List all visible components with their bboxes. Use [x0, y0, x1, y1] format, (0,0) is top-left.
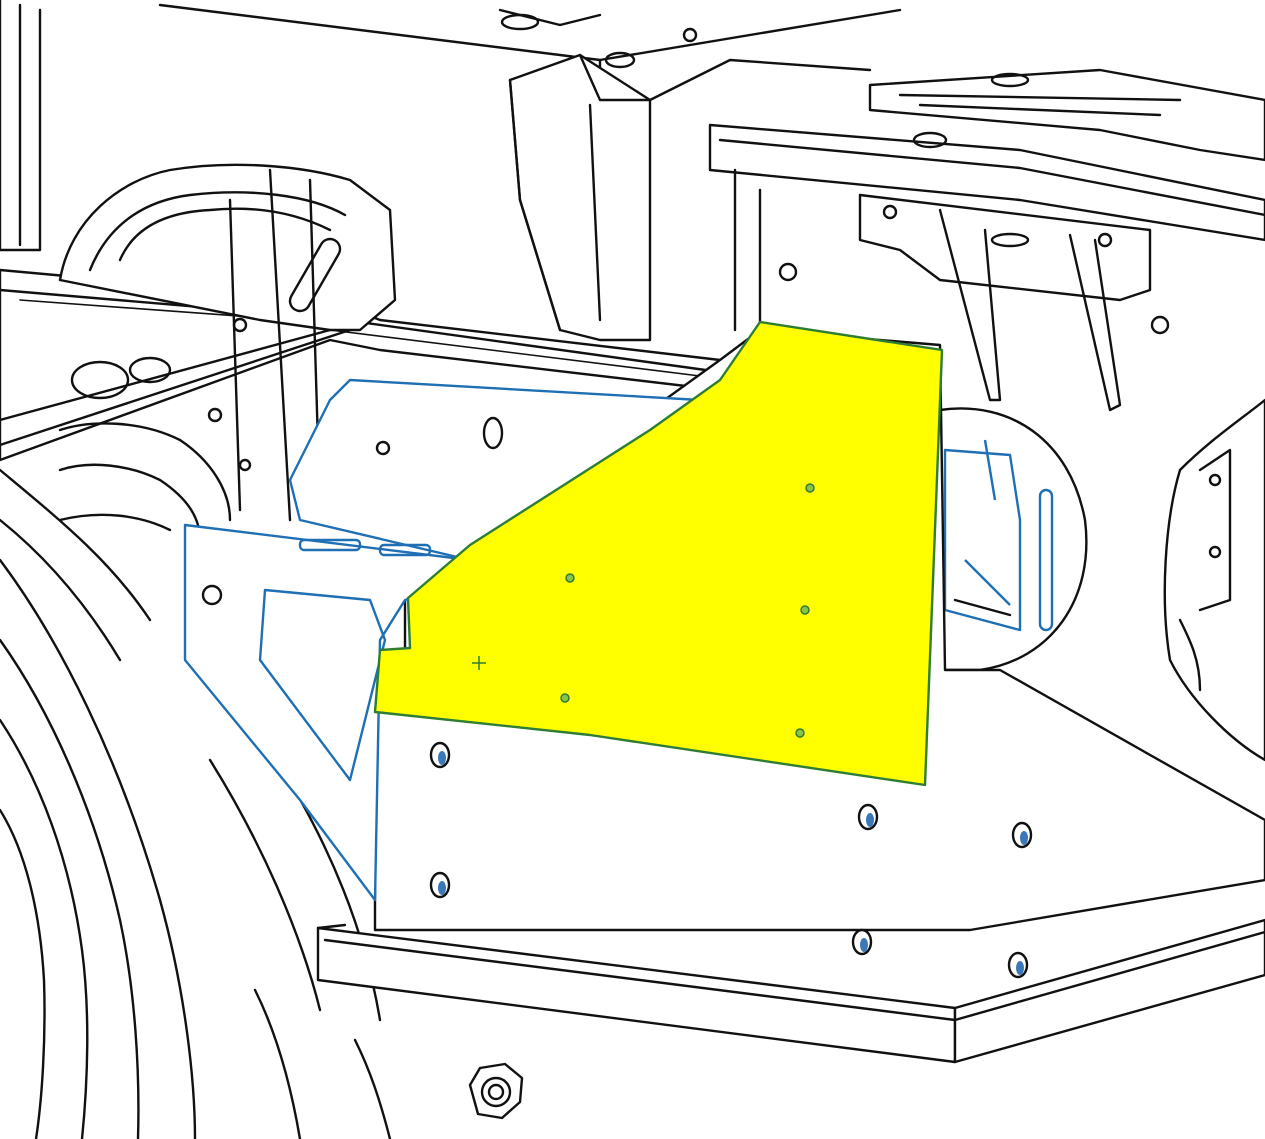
right-side-bracket	[858, 193, 1170, 412]
right-wheel-hub	[938, 407, 1088, 672]
upper-center-bracket	[508, 27, 872, 342]
highlighted-bracket-holes	[472, 483, 815, 738]
hex-nut	[468, 1062, 524, 1120]
highlighted-bracket	[373, 320, 944, 787]
bottom-flange	[316, 918, 1265, 1064]
front-plate-holes	[429, 741, 1033, 979]
upper-right-rail	[708, 68, 1265, 242]
far-right-bracket	[1163, 398, 1265, 762]
highlighted-bracket-shape	[373, 320, 944, 787]
blue-inner-plate	[183, 378, 702, 902]
